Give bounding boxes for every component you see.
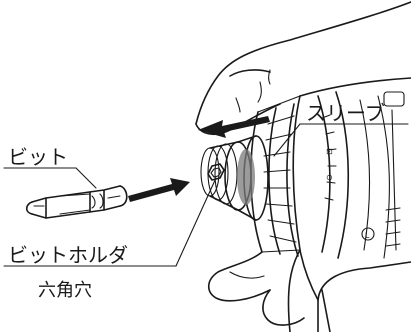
- svg-text:L: L: [365, 231, 370, 240]
- sleeve-pull-arrow: [198, 116, 270, 138]
- callout-lines: [3, 123, 409, 267]
- svg-text:⊡: ⊡: [326, 147, 333, 156]
- bit-label: ビット: [8, 145, 68, 169]
- hex-hole-label: 六角穴: [38, 280, 92, 301]
- sleeve-label: スリーブ: [306, 101, 385, 125]
- insert-arrow: [128, 178, 190, 202]
- screwdriver-bit: [25, 185, 128, 219]
- bit-holder: [200, 135, 269, 221]
- bit-holder-label: ビットホルダ: [8, 243, 128, 267]
- svg-text:⊙: ⊙: [326, 173, 333, 182]
- hand: [195, 1, 411, 326]
